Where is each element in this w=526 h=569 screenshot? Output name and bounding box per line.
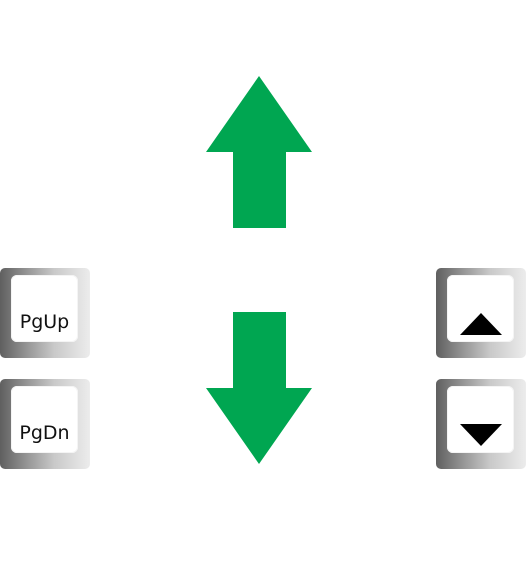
arrow-up-key[interactable]	[436, 268, 526, 358]
page-up-key-cap: PgUp	[11, 275, 78, 342]
up-arrow-icon	[206, 76, 312, 228]
arrow-up-key-cap	[447, 275, 514, 342]
triangle-down-icon	[459, 423, 502, 446]
page-up-key[interactable]: PgUp	[0, 268, 90, 358]
arrow-down-key[interactable]	[436, 379, 526, 469]
page-down-key-label: PgDn	[19, 421, 70, 444]
page-down-key-cap: PgDn	[11, 386, 78, 453]
down-arrow-icon	[206, 312, 312, 464]
arrow-down-key-cap	[447, 386, 514, 453]
triangle-up-icon	[459, 312, 502, 335]
page-down-key[interactable]: PgDn	[0, 379, 90, 469]
page-up-key-label: PgUp	[19, 310, 70, 333]
